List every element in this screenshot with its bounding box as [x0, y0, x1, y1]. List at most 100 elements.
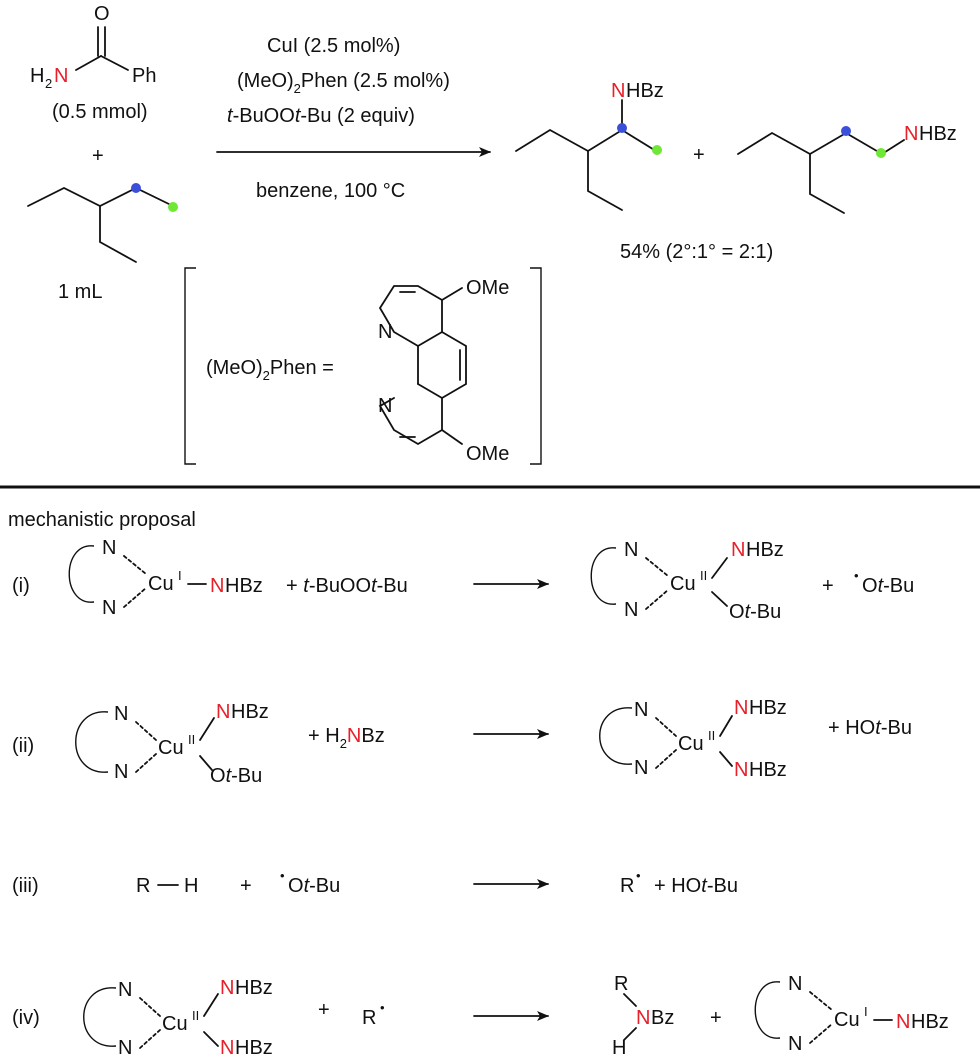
svg-text:N: N	[624, 539, 638, 561]
svg-text:Cu: Cu	[670, 573, 696, 595]
svg-text:Ot-Bu: Ot-Bu	[288, 875, 340, 897]
ome-label: OMe	[466, 277, 509, 299]
step-label: (iii)	[12, 875, 39, 897]
svg-text:HBz: HBz	[235, 1037, 273, 1057]
svg-text:N: N	[114, 761, 128, 783]
step-iii: (iii) R H + • Ot-Bu R • + HOt-Bu	[12, 868, 738, 897]
svg-text:N: N	[634, 757, 648, 779]
ring-n: N	[378, 395, 392, 417]
svg-text:N: N	[118, 1037, 132, 1057]
svg-text:II: II	[188, 732, 195, 747]
svg-text:•: •	[280, 868, 285, 883]
primary-site-dot	[168, 202, 178, 212]
svg-text:N: N	[216, 701, 230, 723]
radical-dot: •	[854, 568, 859, 583]
svg-text:N: N	[734, 697, 748, 719]
svg-text:N: N	[634, 699, 648, 721]
svg-text:N: N	[220, 1037, 234, 1057]
svg-text:Ot-Bu: Ot-Bu	[729, 601, 781, 623]
benzamide: O H 2 N Ph (0.5 mmol)	[30, 3, 156, 123]
svg-text:N: N	[624, 599, 638, 621]
svg-text:+: +	[318, 999, 330, 1021]
amide-h: H	[30, 65, 44, 87]
svg-text:II: II	[700, 568, 707, 583]
secondary-site-dot	[617, 123, 627, 133]
secondary-site-dot	[131, 183, 141, 193]
plus-sign: +	[693, 144, 705, 166]
svg-text:N: N	[220, 977, 234, 999]
svg-text:•: •	[636, 868, 641, 883]
product-nhbz: HBz	[919, 123, 957, 145]
step-iv: (iv) N N Cu II N HBz N HBz + R • R N Bz …	[12, 972, 950, 1057]
product-primary: N HBz	[737, 123, 957, 214]
alkyl-radical: R	[620, 875, 634, 897]
byproduct: + HOt-Bu	[828, 717, 912, 739]
amide-n: N	[54, 65, 68, 87]
h2nbz: + H2NBz	[308, 725, 385, 751]
conditions: CuI (2.5 mol%) (MeO)2Phen (2.5 mol%) t-B…	[216, 35, 491, 202]
amide-oxygen: O	[94, 3, 110, 25]
cu-ii-complex: N N Cu II N HBz Ot-Bu	[590, 539, 784, 623]
svg-text:HBz: HBz	[749, 697, 787, 719]
cu-i-complex	[68, 536, 264, 620]
svg-text:Bz: Bz	[651, 1007, 674, 1029]
svg-text:N: N	[734, 759, 748, 781]
svg-text:HBz: HBz	[746, 539, 784, 561]
conditions-line3: t-BuOOt-Bu (2 equiv)	[227, 105, 415, 127]
conditions-line1: CuI (2.5 mol%)	[267, 35, 400, 57]
svg-text:Cu: Cu	[158, 737, 184, 759]
yield-text: 54% (2°:1° = 2:1)	[620, 241, 773, 263]
mechanism-heading: mechanistic proposal	[8, 509, 196, 531]
svg-text:II: II	[192, 1008, 199, 1023]
svg-text:II: II	[708, 728, 715, 743]
cu-ii-bisamide: N N Cu II N HBz N HBz	[83, 977, 273, 1057]
svg-text:+: +	[822, 575, 834, 597]
svg-text:•: •	[380, 1000, 385, 1015]
secondary-site-dot	[841, 126, 851, 136]
ligand-definition: (MeO)2Phen = N N OMe OMe	[184, 267, 542, 465]
svg-text:HBz: HBz	[231, 701, 269, 723]
alkane-reagent	[27, 183, 178, 263]
svg-text:Cu: Cu	[162, 1013, 188, 1035]
svg-text:H: H	[612, 1037, 626, 1057]
svg-text:Cu: Cu	[678, 733, 704, 755]
amination-product: R N Bz H	[612, 973, 674, 1057]
cu-ii-oBu-complex: N N Cu II N HBz Ot-Bu	[75, 701, 269, 787]
step-i: (i) + t-BuOOt-Bu N N Cu II N HBz Ot-Bu +…	[12, 536, 914, 623]
primary-site-dot	[876, 148, 886, 158]
cu-i-complex	[754, 972, 950, 1056]
svg-text:N: N	[118, 979, 132, 1001]
step-ii: (ii) N N Cu II N HBz Ot-Bu + H2NBz N N C…	[12, 697, 912, 787]
alkane-amount: 1 mL	[58, 281, 102, 303]
conditions-line2: (MeO)2Phen (2.5 mol%)	[237, 70, 450, 96]
svg-text:HBz: HBz	[749, 759, 787, 781]
svg-text:+ HOt-Bu: + HOt-Bu	[654, 875, 738, 897]
svg-text:Ot-Bu: Ot-Bu	[210, 765, 262, 787]
amide-amount: (0.5 mmol)	[52, 101, 148, 123]
ligand-label: (MeO)2Phen =	[206, 357, 334, 383]
reagent: + t-BuOOt-Bu	[286, 575, 408, 597]
product-nhbz: HBz	[626, 80, 664, 102]
svg-text:N: N	[636, 1007, 650, 1029]
svg-text:+: +	[710, 1007, 722, 1029]
svg-text:R: R	[136, 875, 150, 897]
svg-text:N: N	[114, 703, 128, 725]
product-n: N	[611, 80, 625, 102]
svg-text:N: N	[731, 539, 745, 561]
svg-text:H: H	[184, 875, 198, 897]
svg-text:R: R	[614, 973, 628, 995]
step-label: (ii)	[12, 735, 34, 757]
svg-text:+: +	[240, 875, 252, 897]
step-label: (i)	[12, 575, 30, 597]
primary-site-dot	[652, 145, 662, 155]
amide-sub: 2	[45, 76, 52, 91]
plus-sign: +	[92, 145, 104, 167]
svg-text:R: R	[362, 1007, 376, 1029]
product-secondary: N HBz	[515, 80, 664, 211]
phenyl-label: Ph	[132, 65, 156, 87]
cu-ii-bisamide: N N Cu II N HBz N HBz	[599, 697, 787, 781]
ring-n: N	[378, 321, 392, 343]
product-n: N	[904, 123, 918, 145]
conditions-line4: benzene, 100 °C	[256, 180, 405, 202]
